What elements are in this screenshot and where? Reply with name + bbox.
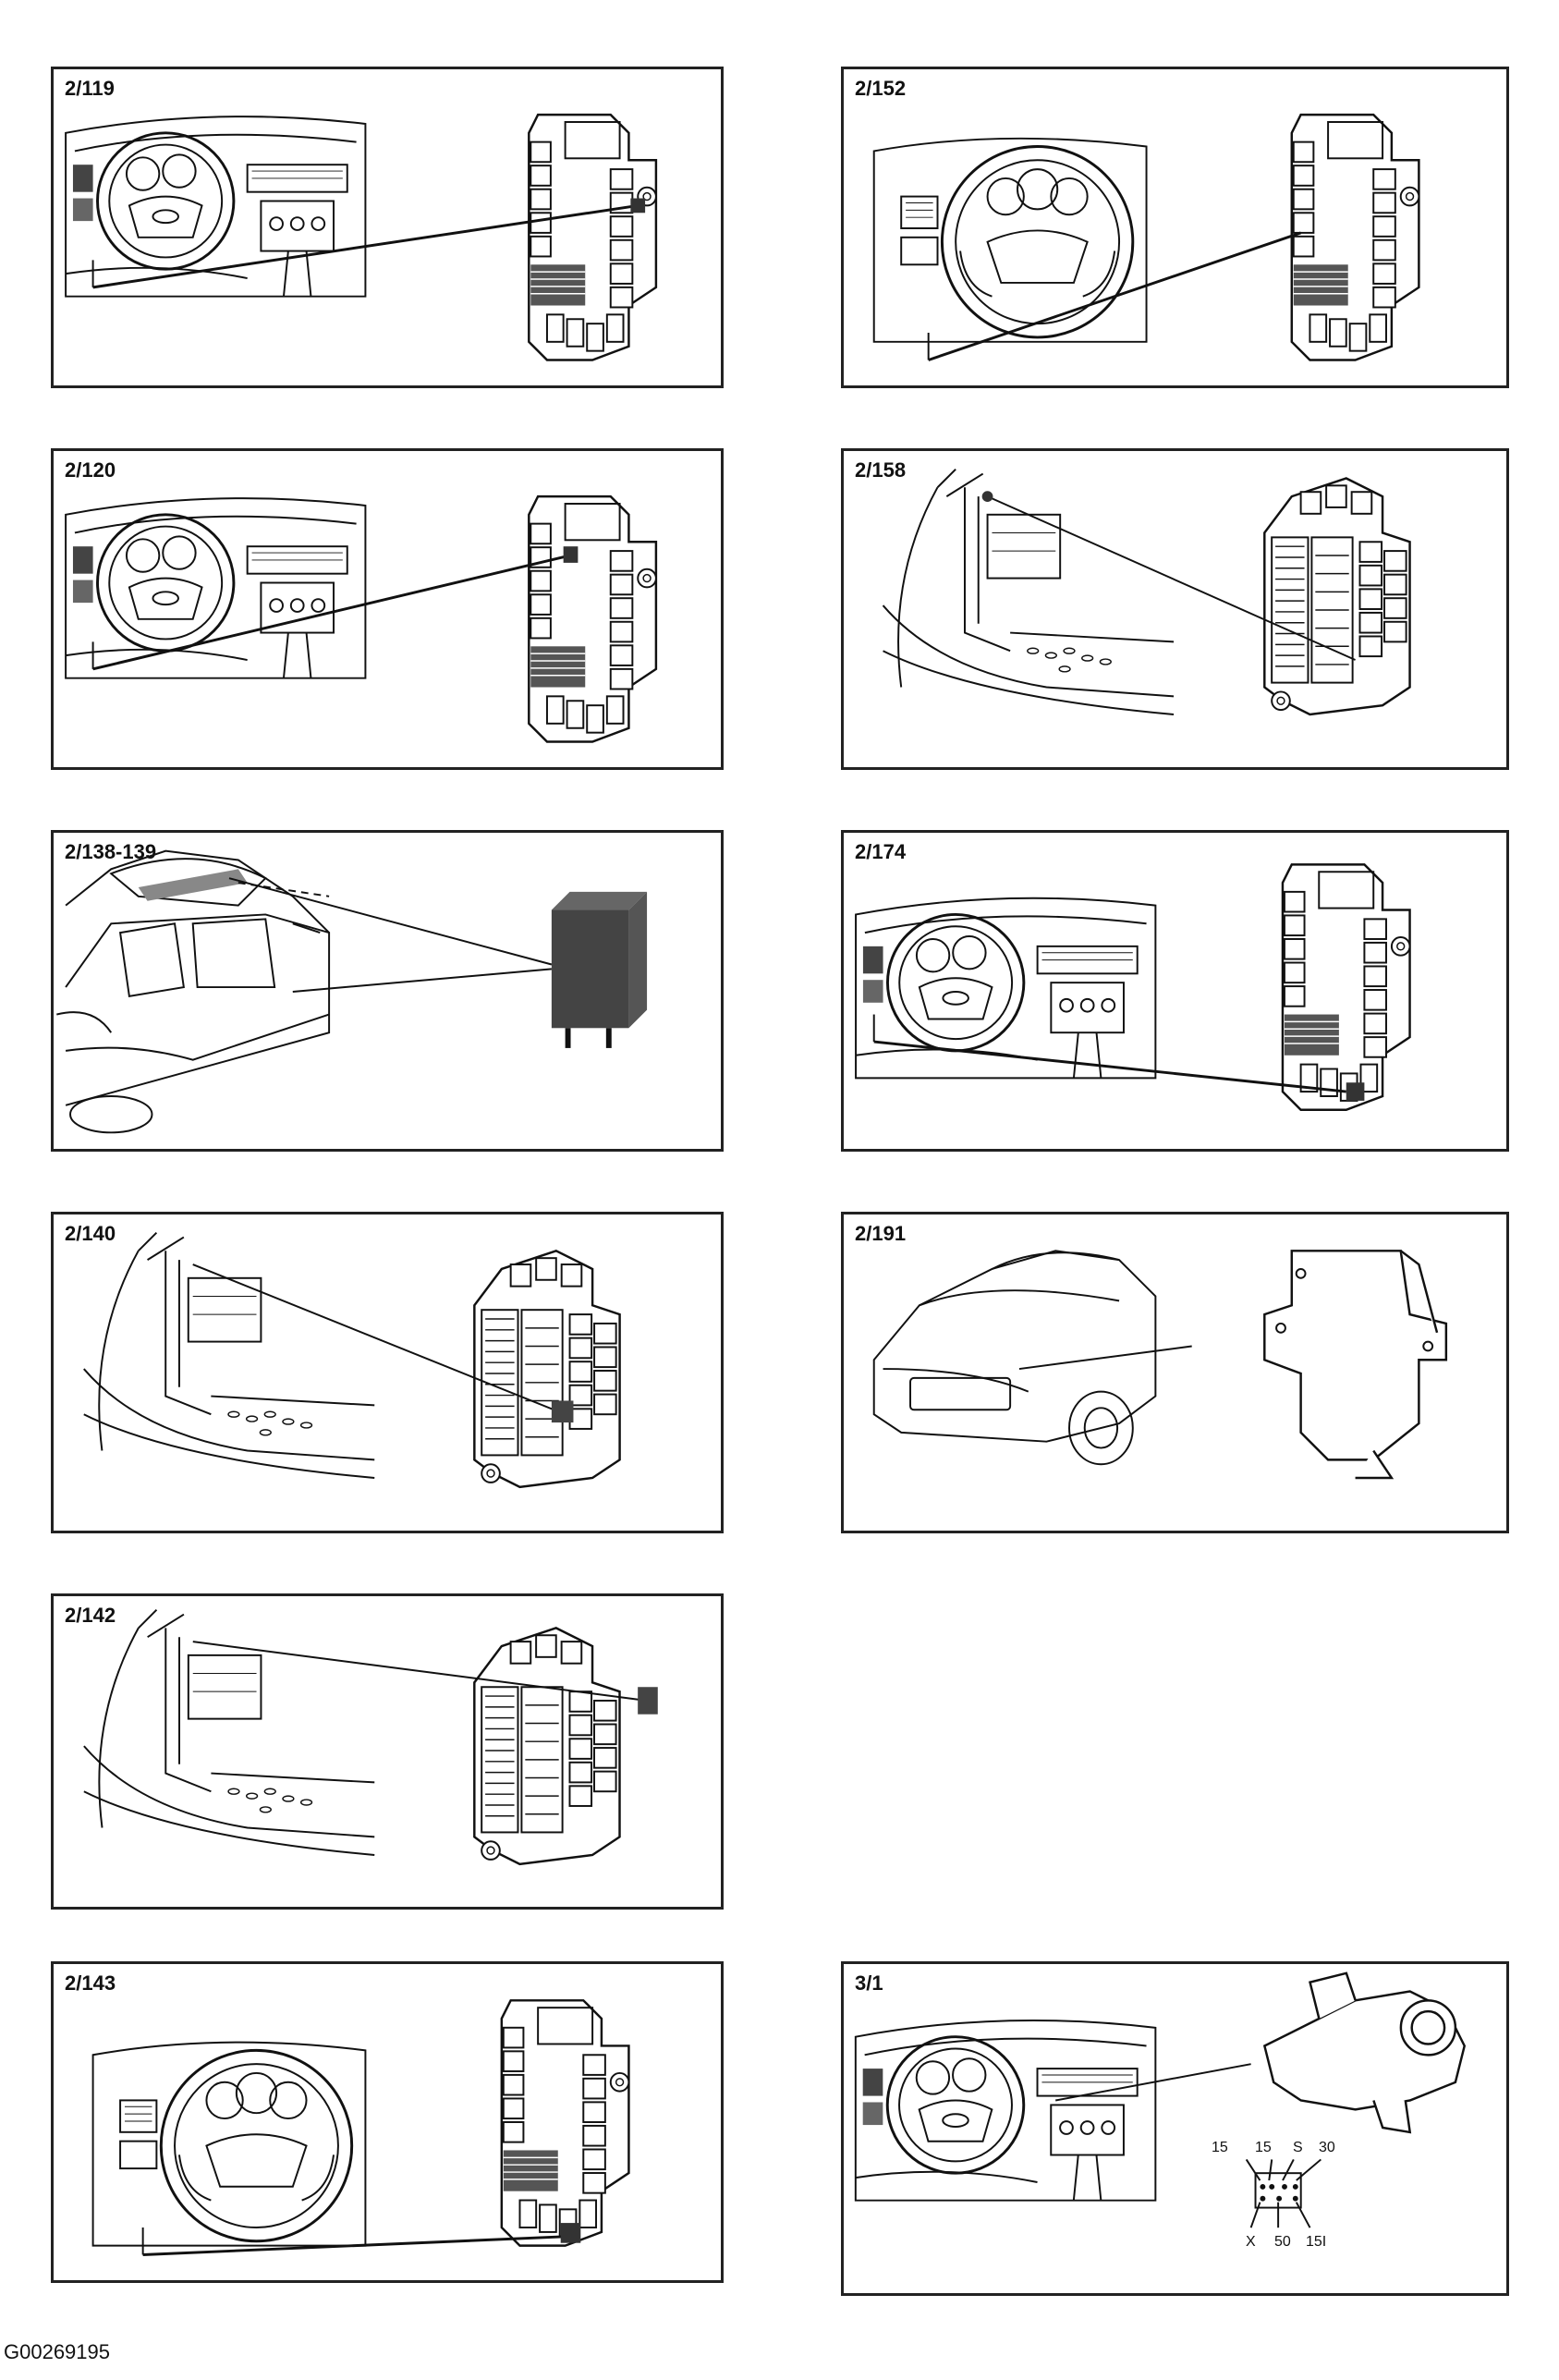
pin-label-15b: 15 xyxy=(1255,2140,1272,2155)
pin-label-x: X xyxy=(1246,2234,1256,2250)
panel-label: 2/191 xyxy=(855,1222,907,1245)
rear-car-module-diagram xyxy=(872,1250,1448,1480)
panel-2-152: 2/152 xyxy=(841,67,1509,388)
panel-2-143: 2/143 xyxy=(51,1961,724,2283)
panel-label: 2/142 xyxy=(65,1604,116,1627)
pin-label-50: 50 xyxy=(1274,2234,1291,2250)
dashboard-fusebox-diagram xyxy=(64,494,658,743)
panel-label: 2/158 xyxy=(855,458,907,482)
steering-wheel-fusebox-diagram xyxy=(91,1999,630,2256)
dashboard-fusebox-diagram xyxy=(854,863,1411,1111)
panel-2-158: 2/158 xyxy=(841,448,1509,770)
panel-3-1: 3/1 15 15 S 30 xyxy=(841,1961,1509,2296)
panel-label: 2/174 xyxy=(855,840,907,863)
panel-label: 2/152 xyxy=(855,77,907,100)
panel-2-119: 2/119 xyxy=(51,67,724,388)
panel-2-120: 2/120 xyxy=(51,448,724,770)
panel-label: 2/143 xyxy=(65,1971,116,1995)
panel-2-138-139: 2/138-139 xyxy=(51,830,724,1152)
pin-label-15i: 15I xyxy=(1306,2234,1327,2250)
pin-label-30: 30 xyxy=(1319,2140,1335,2155)
trunk-fusebox-diagram xyxy=(82,1608,658,1866)
panel-label: 2/140 xyxy=(65,1222,116,1245)
steering-wheel-fusebox-diagram xyxy=(872,113,1420,361)
panel-label: 2/119 xyxy=(65,77,115,100)
panel-label: 3/1 xyxy=(855,1971,883,1995)
ignition-switch-diagram xyxy=(854,1971,1467,2228)
trunk-fusebox-diagram xyxy=(882,468,1411,716)
panel-label: 2/120 xyxy=(65,458,116,482)
pin-label-s: S xyxy=(1293,2140,1303,2155)
trunk-fusebox-diagram xyxy=(82,1231,621,1489)
pin-label-15a: 15 xyxy=(1212,2140,1228,2155)
panel-2-140: 2/140 xyxy=(51,1212,724,1533)
figure-code: G00269195 xyxy=(4,2340,110,2363)
dashboard-fusebox-diagram xyxy=(64,113,658,361)
car-relay-diagram xyxy=(56,849,648,1134)
panel-2-191: 2/191 xyxy=(841,1212,1509,1533)
panel-2-174: 2/174 xyxy=(841,830,1509,1152)
panel-2-142: 2/142 xyxy=(51,1593,724,1910)
